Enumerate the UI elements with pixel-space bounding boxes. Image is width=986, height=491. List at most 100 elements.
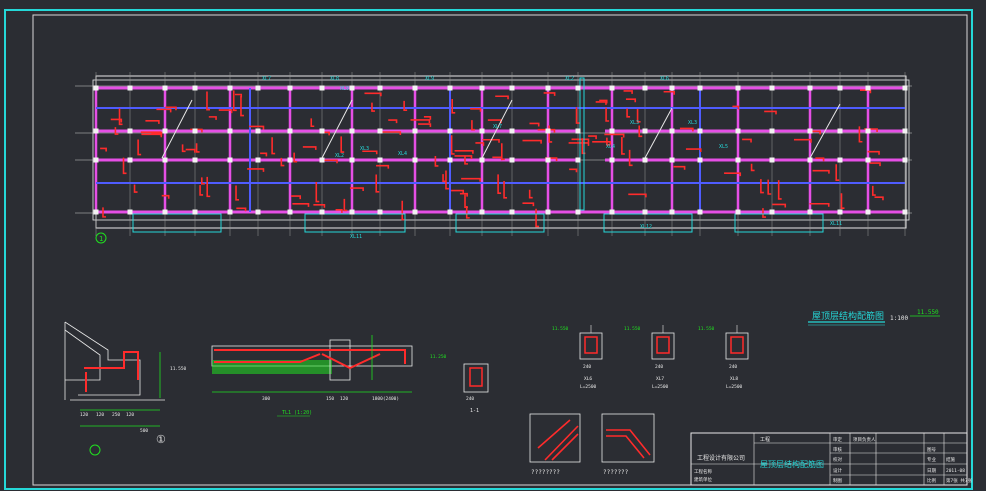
corner-detail-2-label: ???????: [603, 469, 629, 476]
column: [642, 128, 648, 134]
column: [127, 157, 133, 163]
column: [319, 128, 325, 134]
column: [93, 85, 99, 91]
column: [162, 157, 168, 163]
svg-text:240: 240: [583, 364, 591, 370]
tb-row-label: 校对: [833, 456, 842, 463]
column: [447, 128, 453, 134]
outer-frame: [4, 9, 973, 490]
column: [769, 209, 775, 215]
column: [837, 209, 843, 215]
detail-marker: ①: [156, 433, 166, 446]
column: [837, 128, 843, 134]
column: [319, 209, 325, 215]
column: [377, 128, 383, 134]
tb-value: 第7张 共7张: [946, 477, 973, 484]
column: [865, 85, 871, 91]
beam-label: XL12: [640, 224, 652, 230]
column: [735, 157, 741, 163]
svg-text:240: 240: [729, 364, 737, 370]
column: [837, 85, 843, 91]
column: [227, 128, 233, 134]
column: [349, 85, 355, 91]
svg-text:11.550: 11.550: [552, 326, 569, 332]
beam-label: XL7: [493, 124, 502, 130]
column: [412, 128, 418, 134]
column: [642, 85, 648, 91]
column: [545, 157, 551, 163]
column: [192, 209, 198, 215]
column: [509, 85, 515, 91]
detail-dim: 250: [112, 412, 120, 418]
tb-col2-label: 专业: [927, 456, 936, 463]
tb-row-label: 设计: [833, 467, 842, 474]
column: [697, 209, 703, 215]
tb-col2-label: 比例: [927, 477, 936, 484]
beam-label: XL4: [398, 151, 407, 157]
beam-label: XL2: [565, 76, 574, 82]
beam-label: XL5: [719, 144, 728, 150]
beam-label: XL11: [350, 234, 362, 240]
column: [479, 85, 485, 91]
beam-label: XL6: [660, 76, 669, 82]
column: [287, 85, 293, 91]
column: [735, 128, 741, 134]
corner-detail-1-label: ????????: [531, 469, 560, 476]
beam-dim: 1800(2400): [372, 396, 399, 402]
column: [807, 157, 813, 163]
svg-text:L=2500: L=2500: [726, 384, 743, 390]
column: [227, 85, 233, 91]
column: [669, 209, 675, 215]
column: [837, 157, 843, 163]
detail-dim: 120: [80, 412, 88, 418]
column: [575, 128, 581, 134]
column: [669, 85, 675, 91]
tb-col2-label: 项目负责人: [853, 436, 876, 443]
tb-value: 结施: [946, 456, 955, 463]
column: [902, 157, 908, 163]
column: [575, 85, 581, 91]
column: [255, 128, 261, 134]
beam-section-label: TL1 (1:20): [282, 410, 312, 416]
column: [412, 85, 418, 91]
small-section-dim: 240: [466, 396, 474, 402]
svg-text:L=2500: L=2500: [652, 384, 669, 390]
column: [697, 157, 703, 163]
column: [642, 209, 648, 215]
column: [575, 157, 581, 163]
column: [192, 85, 198, 91]
title-left-row-1: 工程名称: [694, 468, 712, 475]
plan-title: 屋顶层结构配筋图: [812, 310, 884, 322]
beam-label: XL9: [425, 76, 434, 82]
svg-text:XL6: XL6: [584, 376, 592, 382]
column: [377, 85, 383, 91]
beam-dim: 150: [326, 396, 334, 402]
column: [127, 85, 133, 91]
column: [902, 85, 908, 91]
column: [127, 128, 133, 134]
column-sections: 11.550240XL6L=250011.550240XL7L=250011.5…: [552, 325, 749, 390]
tb-col2-label: 日期: [927, 468, 936, 474]
column: [349, 209, 355, 215]
axis-bubble: [95, 232, 107, 244]
column: [479, 128, 485, 134]
column: [609, 157, 615, 163]
svg-text:11.550: 11.550: [698, 326, 715, 332]
column: [545, 128, 551, 134]
beam-label: XL2: [335, 153, 344, 159]
column: [609, 128, 615, 134]
column: [509, 209, 515, 215]
svg-text:XL8: XL8: [730, 376, 738, 382]
detail-dim: 120: [96, 412, 104, 418]
tb-row-label: 审定: [833, 436, 842, 443]
column: [192, 128, 198, 134]
column: [479, 209, 485, 215]
small-section: 11.250 240 1-1: [430, 354, 489, 414]
column: [255, 157, 261, 163]
tb-col2-label: 图号: [927, 447, 936, 453]
column: [807, 128, 813, 134]
column: [509, 128, 515, 134]
column: [865, 209, 871, 215]
